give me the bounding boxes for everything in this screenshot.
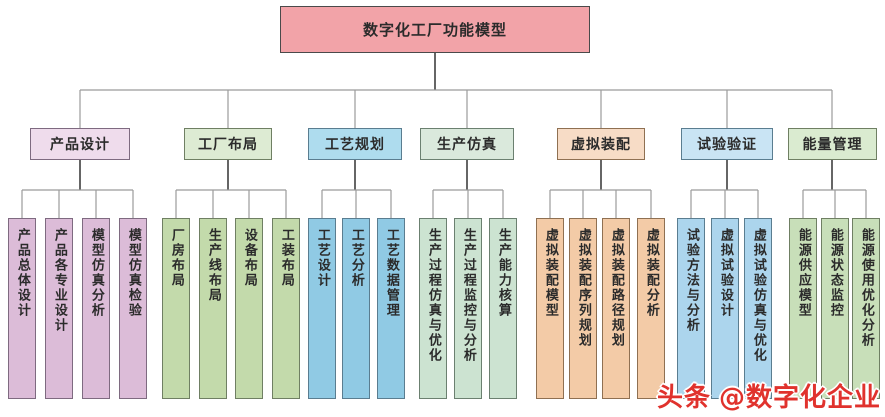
leaf-label: 模型仿真分析 [88, 228, 104, 318]
branch-virtual-assembly: 虚拟装配 [557, 128, 645, 160]
leaf-node: 工艺数据管理 [377, 218, 405, 399]
leaf-node: 虚拟装配路径规划 [602, 218, 630, 399]
leaf-node: 生产线布局 [199, 218, 227, 399]
leaf-node: 虚拟试验设计 [711, 218, 739, 399]
branch-label: 虚拟装配 [571, 137, 631, 153]
leaf-node: 设备布局 [235, 218, 263, 399]
branch-product-design: 产品设计 [30, 128, 130, 160]
leaf-label: 虚拟装配路径规划 [608, 228, 624, 348]
leaf-label: 模型仿真检验 [125, 228, 141, 318]
branch-label: 工厂布局 [198, 137, 258, 153]
leaf-label: 厂房布局 [168, 228, 184, 288]
leaf-node: 产品各专业设计 [45, 218, 73, 399]
branch-test-verification: 试验验证 [681, 128, 773, 160]
toutiao-logo: 头条 [656, 383, 711, 413]
leaf-label: 工装布局 [278, 228, 294, 288]
leaf-node: 虚拟装配模型 [536, 218, 564, 399]
leaf-label: 虚拟试验设计 [717, 228, 733, 318]
leaf-label: 能源使用优化分析 [858, 228, 874, 348]
leaf-node: 能源使用优化分析 [852, 218, 880, 399]
leaf-node: 模型仿真检验 [119, 218, 147, 399]
watermark-handle: @数字化企业 [718, 383, 881, 413]
leaf-label: 试验方法与分析 [683, 228, 699, 333]
leaf-node: 工装布局 [272, 218, 300, 399]
branch-process-planning: 工艺规划 [308, 128, 402, 160]
branch-factory-layout: 工厂布局 [184, 128, 272, 160]
leaf-label: 生产能力核算 [495, 228, 511, 318]
leaf-node: 工艺设计 [308, 218, 336, 399]
leaf-node: 生产能力核算 [489, 218, 517, 399]
branch-label: 生产仿真 [437, 137, 497, 153]
leaf-label: 能源状态监控 [827, 228, 843, 318]
leaf-node: 模型仿真分析 [82, 218, 110, 399]
leaf-node: 工艺分析 [342, 218, 370, 399]
branch-label: 产品设计 [50, 137, 110, 153]
leaf-label: 生产过程仿真与优化 [425, 228, 441, 363]
leaf-node: 生产过程监控与分析 [454, 218, 482, 399]
leaf-node: 虚拟试验仿真与优化 [744, 218, 772, 399]
branch-label: 试验验证 [697, 137, 757, 153]
leaf-node: 生产过程仿真与优化 [419, 218, 447, 399]
leaf-label: 生产线布局 [205, 228, 221, 303]
root-node: 数字化工厂功能模型 [280, 6, 590, 53]
leaf-node: 试验方法与分析 [677, 218, 705, 399]
branch-label: 工艺规划 [325, 137, 385, 153]
leaf-label: 产品各专业设计 [51, 228, 67, 333]
leaf-label: 设备布局 [241, 228, 257, 288]
leaf-label: 虚拟装配模型 [542, 228, 558, 318]
branch-energy-management: 能量管理 [788, 128, 877, 160]
leaf-node: 虚拟装配分析 [637, 218, 665, 399]
leaf-label: 能源供应模型 [795, 228, 811, 318]
leaf-node: 产品总体设计 [8, 218, 36, 399]
branch-label: 能量管理 [802, 137, 863, 153]
leaf-label: 虚拟装配序列规划 [575, 228, 591, 348]
leaf-node: 厂房布局 [162, 218, 190, 399]
leaf-label: 工艺数据管理 [383, 228, 399, 318]
leaf-label: 工艺分析 [348, 228, 364, 288]
watermark: 头条@数字化企业 [657, 377, 881, 414]
leaf-label: 产品总体设计 [14, 228, 30, 318]
leaf-label: 生产过程监控与分析 [460, 228, 476, 363]
leaf-node: 能源状态监控 [821, 218, 849, 399]
leaf-node: 虚拟装配序列规划 [569, 218, 597, 399]
leaf-label: 虚拟装配分析 [643, 228, 659, 318]
leaf-node: 能源供应模型 [789, 218, 817, 399]
root-label: 数字化工厂功能模型 [362, 21, 507, 39]
leaf-label: 虚拟试验仿真与优化 [750, 228, 766, 363]
branch-production-simulation: 生产仿真 [420, 128, 514, 160]
leaf-label: 工艺设计 [314, 228, 330, 288]
